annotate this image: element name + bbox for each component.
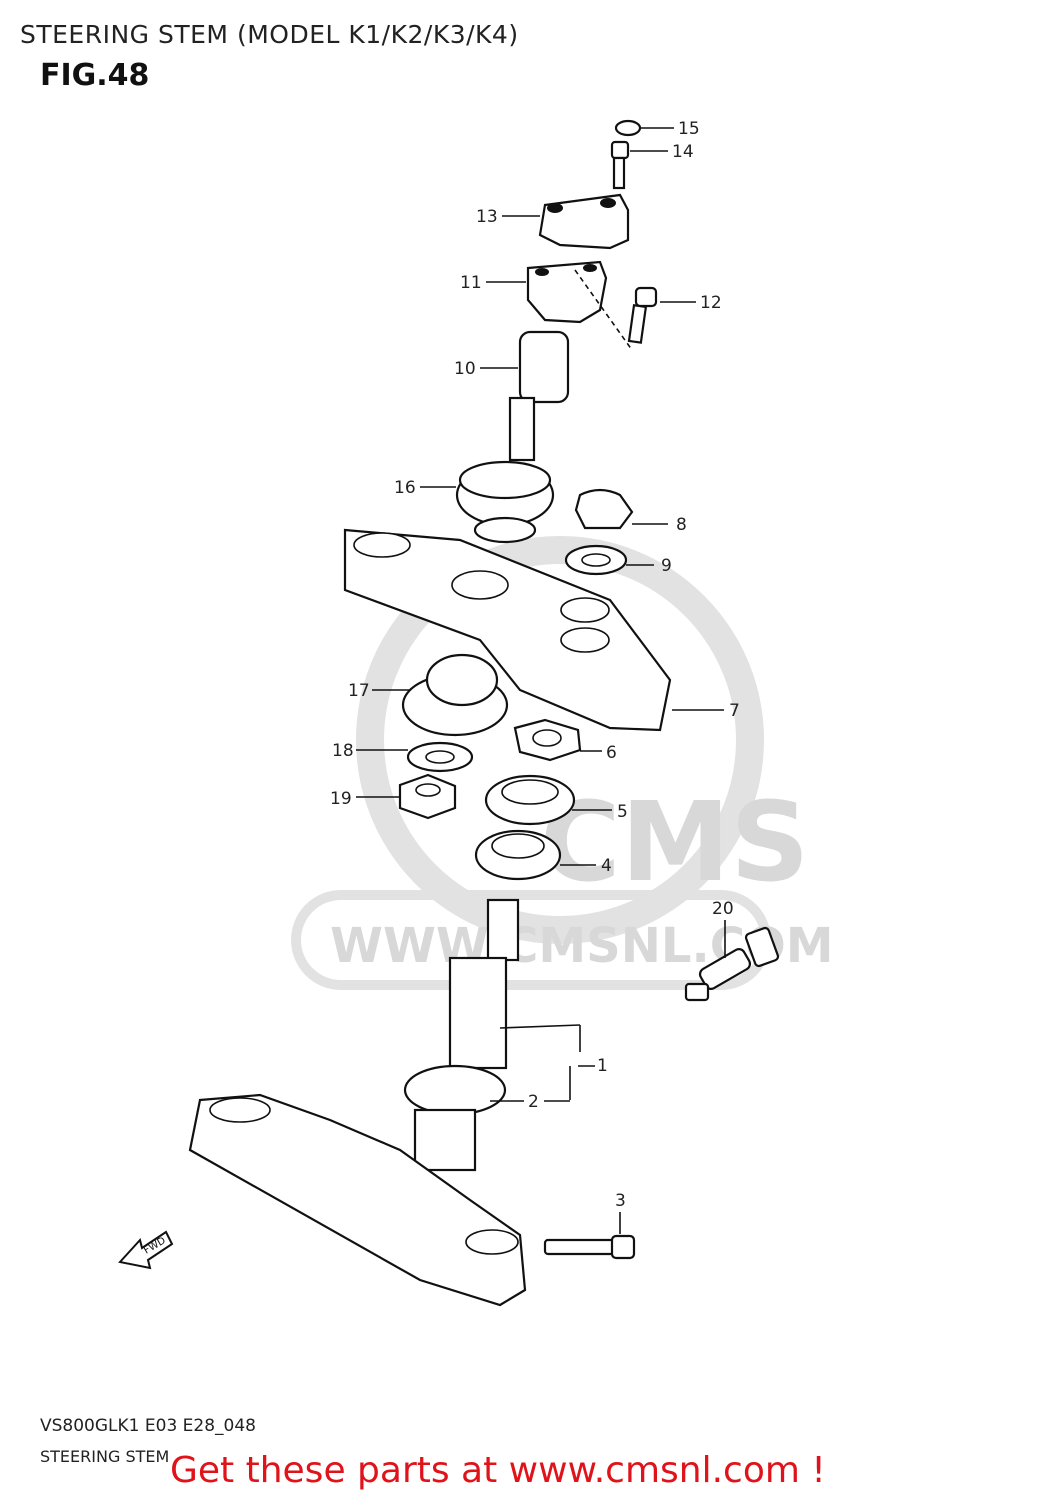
part-3-bolt <box>543 1212 636 1260</box>
buy-parts-link[interactable]: Get these parts at www.cmsnl.com ! <box>170 1450 826 1491</box>
callout-16: 16 <box>394 478 416 498</box>
callout-5: 5 <box>617 802 628 822</box>
callout-labels: 15 14 13 11 12 10 16 8 9 7 17 6 18 19 5 … <box>330 119 740 1211</box>
callout-13: 13 <box>476 207 498 227</box>
callout-7: 7 <box>729 701 740 721</box>
part-14-bolt <box>610 140 668 190</box>
callout-9: 9 <box>661 556 672 576</box>
model-code: VS800GLK1 E03 E28_048 <box>40 1416 256 1436</box>
callout-1: 1 <box>597 1056 608 1076</box>
callout-11: 11 <box>460 273 482 293</box>
part-18-washer <box>356 741 474 773</box>
diagram-caption: STEERING STEM <box>40 1447 170 1466</box>
callout-12: 12 <box>700 293 722 313</box>
part-20-switch <box>684 920 780 1002</box>
callout-3: 3 <box>615 1191 626 1211</box>
part-1-steering-stem <box>188 898 595 1307</box>
page-title: STEERING STEM (MODEL K1/K2/K3/K4) <box>20 20 519 49</box>
forward-arrow-icon: FWD <box>118 1230 174 1270</box>
part-5-bearing <box>484 774 612 826</box>
callout-20: 20 <box>712 899 734 919</box>
callout-10: 10 <box>454 359 476 379</box>
callout-18: 18 <box>332 741 354 761</box>
part-4-bearing <box>474 829 596 881</box>
part-17-seal <box>372 653 509 737</box>
watermark: CMS WWW.CMSNL.COM <box>291 536 834 990</box>
part-13-upper-clamp <box>502 193 630 250</box>
watermark-logo-text: CMS <box>540 778 809 906</box>
part-8-cap-nut <box>574 488 668 530</box>
part-7-upper-bracket <box>343 528 724 732</box>
part-15-cap <box>614 119 674 137</box>
callout-8: 8 <box>676 515 687 535</box>
part-6-nut <box>513 718 602 762</box>
callout-2: 2 <box>528 1092 539 1112</box>
part-11-holder <box>486 260 633 351</box>
callout-19: 19 <box>330 789 352 809</box>
callout-15: 15 <box>678 119 700 139</box>
part-16-bushing <box>420 460 555 544</box>
part-9-washer <box>564 544 654 576</box>
part-10-damper <box>480 330 570 462</box>
callout-17: 17 <box>348 681 370 701</box>
part-12-bolt <box>627 286 696 344</box>
callout-6: 6 <box>606 743 617 763</box>
figure-number: FIG.48 <box>40 58 150 93</box>
part-19-nut <box>356 773 457 820</box>
callout-14: 14 <box>672 142 694 162</box>
callout-4: 4 <box>601 856 612 876</box>
